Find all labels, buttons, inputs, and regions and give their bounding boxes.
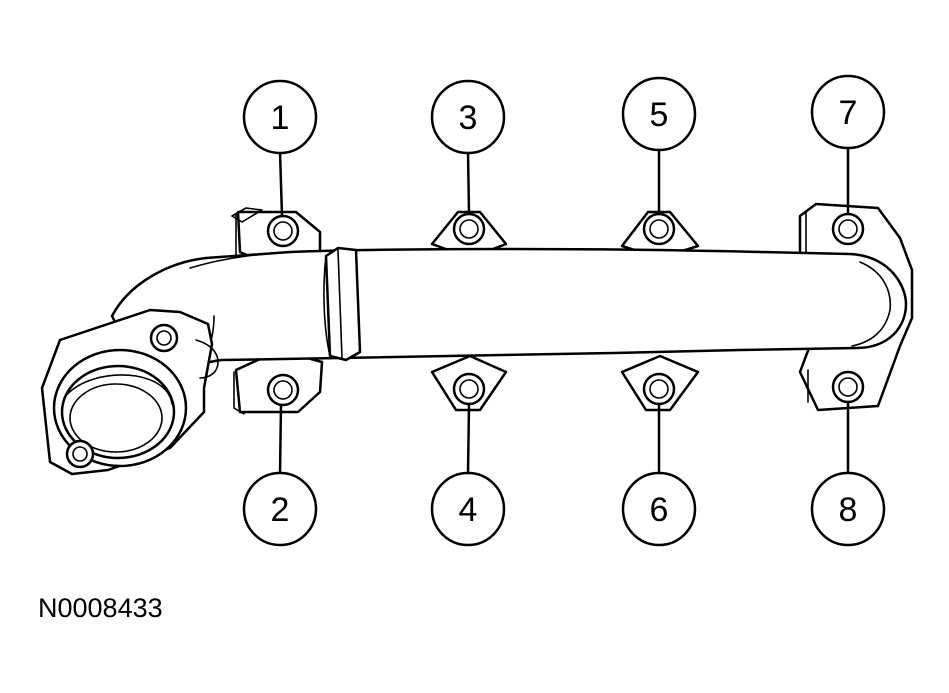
callout-2: 2 xyxy=(242,471,318,547)
callout-5: 5 xyxy=(621,76,697,152)
outlet-flange xyxy=(40,308,219,476)
callout-4: 4 xyxy=(430,471,506,547)
bolt-hole-2 xyxy=(266,373,300,407)
callout-label: 6 xyxy=(650,491,669,529)
leader-lines xyxy=(278,146,850,476)
callout-1: 1 xyxy=(242,79,318,155)
callout-3: 3 xyxy=(430,79,506,155)
figure-id: N0008433 xyxy=(38,593,163,623)
callout-label: 2 xyxy=(271,491,290,529)
pipe-clamp-band xyxy=(323,246,362,362)
callout-7: 7 xyxy=(810,74,886,150)
flange-cyl-1-2 xyxy=(231,207,324,415)
callout-label: 4 xyxy=(459,491,478,529)
flange-cyl-3-4 xyxy=(430,210,508,412)
callout-label: 1 xyxy=(271,99,290,137)
flange-cyl-5-6 xyxy=(620,210,700,412)
manifold-runner-pipe xyxy=(110,247,908,382)
callout-6: 6 xyxy=(621,471,697,547)
callout-label: 5 xyxy=(650,96,669,134)
callout-label: 8 xyxy=(839,491,858,529)
callout-8: 8 xyxy=(810,471,886,547)
callout-label: 3 xyxy=(459,99,478,137)
callout-label: 7 xyxy=(839,94,858,132)
